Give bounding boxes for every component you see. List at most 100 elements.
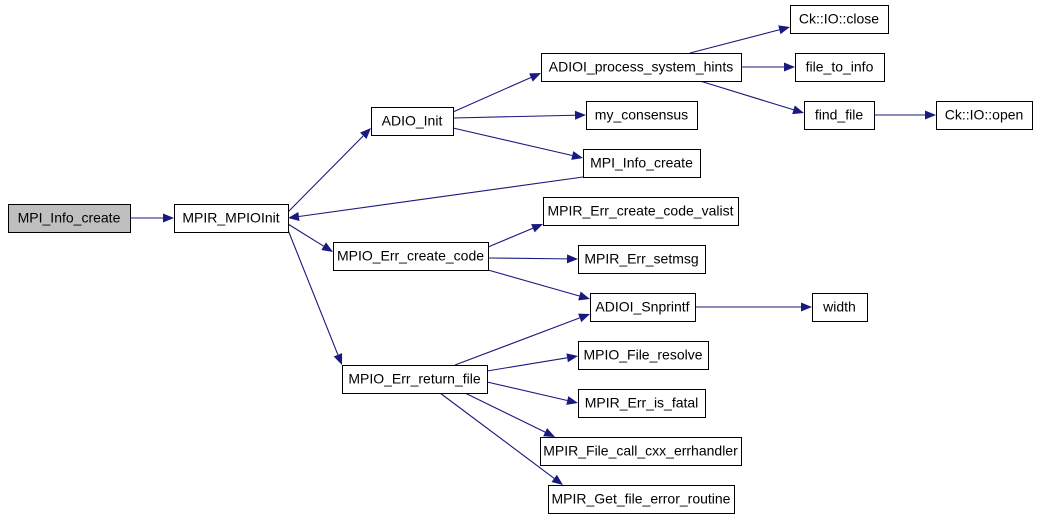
call-edge-mpir_mpioinit-to-mpio_err_return_file xyxy=(287,229,343,365)
node-label: ADIOI_process_system_hints xyxy=(549,59,733,75)
node-label: MPIR_Get_file_error_routine xyxy=(552,491,731,507)
arrowhead-icon xyxy=(566,396,578,405)
arrowhead-icon xyxy=(778,25,790,35)
edge-line xyxy=(287,229,339,355)
node-box xyxy=(333,242,489,271)
node-label: find_file xyxy=(815,107,863,123)
edge-line xyxy=(486,381,568,402)
arrowhead-icon xyxy=(333,353,343,365)
graph-node-my_consensus[interactable]: my_consensus xyxy=(586,101,698,130)
arrowhead-icon xyxy=(566,254,578,264)
node-box xyxy=(583,149,701,178)
call-edge-adio_init-to-my_consensus xyxy=(452,110,586,120)
call-edge-mpio_err_return_file-to-mpio_file_resolve xyxy=(486,353,578,372)
call-edge-find_file-to-ck_io_open xyxy=(874,110,936,120)
edge-line xyxy=(452,114,576,119)
node-label: ADIO_Init xyxy=(382,113,443,129)
call-edge-mpir_mpioinit-to-mpio_err_create_code xyxy=(287,223,333,252)
graph-node-mpir_err_is_fatal[interactable]: MPIR_Err_is_fatal xyxy=(578,389,706,418)
arrowhead-icon xyxy=(574,110,586,120)
node-box xyxy=(812,293,868,322)
edge-line xyxy=(439,392,555,479)
graph-node-ck_io_open[interactable]: Ck::IO::open xyxy=(936,101,1033,130)
edges-layer xyxy=(130,25,936,485)
edge-line xyxy=(487,257,568,260)
node-label: MPIR_MPIOInit xyxy=(182,210,279,226)
call-edge-mpi_info_create_leaf-to-mpir_mpioinit xyxy=(288,176,584,221)
graph-node-adio_init[interactable]: ADIO_Init xyxy=(371,107,454,136)
graph-node-mpio_err_create_code[interactable]: MPIO_Err_create_code xyxy=(333,242,489,271)
graph-node-find_file[interactable]: find_file xyxy=(804,101,875,130)
graph-node-mpir_err_create_code_valist[interactable]: MPIR_Err_create_code_valist xyxy=(543,197,739,226)
node-label: Ck::IO::close xyxy=(799,11,879,27)
node-label: MPIR_File_call_cxx_errhandler xyxy=(543,443,738,459)
node-box xyxy=(790,5,889,34)
edge-line xyxy=(287,223,324,247)
edge-line xyxy=(452,127,573,157)
node-box xyxy=(540,437,742,466)
graph-node-width[interactable]: width xyxy=(812,293,868,322)
graph-node-mpio_file_resolve[interactable]: MPIO_File_resolve xyxy=(578,341,709,370)
graph-node-adioi_process_hints[interactable]: ADIOI_process_system_hints xyxy=(541,53,742,82)
graph-node-mpir_file_call_cxx_errhandler[interactable]: MPIR_File_call_cxx_errhandler xyxy=(540,437,742,466)
arrowhead-icon xyxy=(531,224,543,233)
node-box xyxy=(804,101,875,130)
call-edge-mpi_info_create_root-to-mpir_mpioinit xyxy=(130,213,174,223)
edge-line xyxy=(298,176,584,218)
edge-line xyxy=(464,392,546,433)
arrowhead-icon xyxy=(925,110,936,120)
node-label: MPIO_Err_return_file xyxy=(348,371,480,387)
node-box xyxy=(936,101,1033,130)
graph-node-mpir_get_file_error_routine[interactable]: MPIR_Get_file_error_routine xyxy=(548,485,735,514)
call-edge-adio_init-to-mpi_info_create_leaf xyxy=(452,127,583,160)
node-label: MPIR_Err_setmsg xyxy=(584,251,698,267)
call-edge-mpio_err_return_file-to-mpir_get_file_error_routine xyxy=(439,392,563,485)
arrowhead-icon xyxy=(288,212,300,221)
edge-line xyxy=(287,135,364,213)
node-box xyxy=(795,53,885,82)
call-edge-mpio_err_return_file-to-mpir_err_is_fatal xyxy=(486,381,578,405)
call-edge-mpio_err_create_code-to-adioi_snprintf xyxy=(487,269,590,301)
call-edge-adioi_process_hints-to-find_file xyxy=(699,80,804,115)
call-edge-mpio_err_return_file-to-adioi_snprintf xyxy=(454,313,590,366)
call-edge-mpio_err_return_file-to-mpir_file_call_cxx_errhandler xyxy=(464,392,555,437)
node-label: MPI_Info_create xyxy=(590,155,693,171)
edge-line xyxy=(699,80,794,111)
graph-node-adioi_snprintf[interactable]: ADIOI_Snprintf xyxy=(590,293,696,322)
node-box xyxy=(342,365,488,394)
node-box xyxy=(543,197,739,226)
node-label: MPI_Info_create xyxy=(18,210,121,226)
call-edge-adioi_snprintf-to-width xyxy=(695,302,812,312)
node-label: MPIR_Err_create_code_valist xyxy=(548,203,734,219)
node-label: MPIR_Err_is_fatal xyxy=(585,395,699,411)
arrowhead-icon xyxy=(551,474,563,485)
arrowhead-icon xyxy=(566,353,578,363)
graph-node-mpio_err_return_file[interactable]: MPIO_Err_return_file xyxy=(342,365,488,394)
edge-line xyxy=(452,76,532,113)
graph-node-mpir_mpioinit[interactable]: MPIR_MPIOInit xyxy=(174,204,289,233)
graph-node-mpir_err_setmsg[interactable]: MPIR_Err_setmsg xyxy=(578,245,706,274)
call-edge-mpir_mpioinit-to-adio_init xyxy=(287,128,371,213)
node-label: my_consensus xyxy=(595,107,688,123)
arrowhead-icon xyxy=(792,105,804,115)
graph-node-mpi_info_create_root[interactable]: MPI_Info_create xyxy=(8,204,131,233)
node-box xyxy=(548,485,735,514)
arrowhead-icon xyxy=(578,291,590,301)
graph-node-mpi_info_create_leaf[interactable]: MPI_Info_create xyxy=(583,149,701,178)
graph-node-ck_io_close[interactable]: Ck::IO::close xyxy=(790,5,889,34)
call-edge-adioi_process_hints-to-ck_io_close xyxy=(689,25,790,54)
node-label: width xyxy=(822,299,856,315)
edge-line xyxy=(689,29,780,54)
graph-node-file_to_info[interactable]: file_to_info xyxy=(795,53,885,82)
node-box xyxy=(590,293,696,322)
node-label: ADIOI_Snprintf xyxy=(595,299,689,315)
node-label: MPIO_Err_create_code xyxy=(337,248,484,264)
node-box xyxy=(174,204,289,233)
call-edge-mpio_err_create_code-to-mpir_err_setmsg xyxy=(487,254,578,264)
node-box xyxy=(586,101,698,130)
arrowhead-icon xyxy=(543,428,555,437)
arrowhead-icon xyxy=(360,128,371,139)
